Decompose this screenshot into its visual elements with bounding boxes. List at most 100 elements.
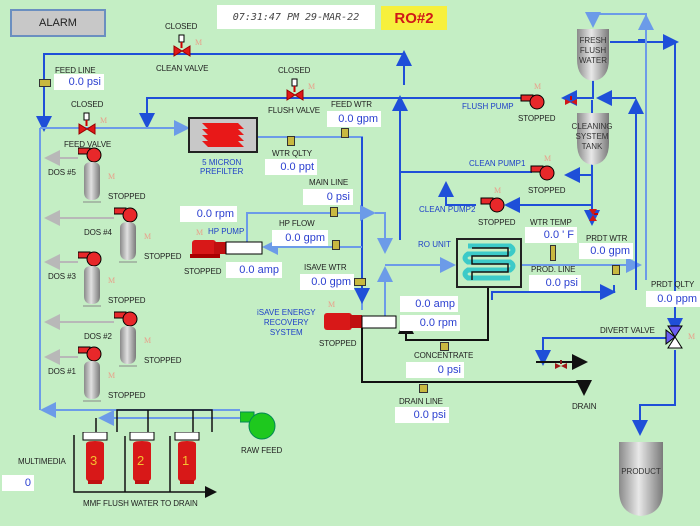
isave-rpm-value: 0.0 rpm [400, 315, 460, 331]
raw-feed-pump[interactable] [239, 410, 276, 445]
isave-state: STOPPED [319, 339, 357, 348]
valve-icon [78, 112, 96, 135]
dosing-station[interactable] [113, 310, 140, 375]
fresh-flush-label: FRESH FLUSH WATER [578, 36, 608, 66]
flush-tank-valve[interactable] [565, 93, 577, 111]
sensor-icon [330, 207, 338, 217]
multimedia-filter[interactable] [82, 431, 108, 491]
drain-valve[interactable] [555, 357, 567, 375]
tank-icon [577, 113, 609, 165]
ro-unit[interactable] [456, 238, 522, 288]
prdt-qlty-label: PRDT QLTY [651, 280, 695, 289]
drain-line-label: DRAIN LINE [399, 397, 443, 406]
feed-valve-mode: M [100, 116, 108, 125]
hp-flow-label: HP FLOW [279, 219, 315, 228]
flush-valve[interactable] [286, 78, 304, 107]
clean-pump1-mode: M [544, 154, 552, 163]
filter-number: 2 [137, 453, 145, 468]
tank-label-line: SYSTEM [575, 132, 609, 141]
dosing-pump-tank-icon [77, 147, 102, 203]
multimedia-filter[interactable] [174, 431, 200, 491]
divert-valve[interactable] [665, 325, 685, 354]
sensor-icon [419, 384, 428, 393]
dosing-station[interactable] [77, 250, 104, 315]
tank-label-line: FLUSH [579, 46, 607, 55]
dosing-station[interactable] [113, 206, 140, 271]
clean-valve-mode: M [195, 38, 203, 47]
isave-label-line: RECOVERY [263, 318, 309, 327]
multimedia-value: 0 [2, 475, 34, 491]
clean-pump1[interactable] [530, 164, 556, 187]
pump-icon [530, 165, 555, 181]
feed-line-label: FEED LINE [55, 66, 96, 75]
flush-valve-mode: M [308, 82, 316, 91]
tank-label-line: WATER [579, 56, 607, 65]
hp-pump-state: STOPPED [184, 267, 222, 276]
dosing-mode: M [108, 172, 116, 181]
sensor-icon [332, 240, 340, 250]
sensor-icon [39, 79, 51, 87]
product-label: PRODUCT [621, 467, 661, 476]
feed-wtr-value: 0.0 gpm [327, 111, 381, 127]
isave-unit[interactable] [320, 310, 398, 339]
filter-icon [202, 123, 244, 147]
dosing-label: DOS #4 [84, 228, 112, 237]
feed-valve[interactable] [78, 112, 96, 141]
dosing-mode: M [144, 336, 152, 345]
drain-line-value: 0.0 psi [395, 407, 449, 423]
clean-pump2[interactable] [480, 196, 506, 219]
tank-label-line: CLEANING [571, 122, 613, 131]
tank-label-line: FRESH [579, 36, 607, 45]
dosing-station[interactable] [77, 146, 104, 211]
temperature-sensor-icon [550, 245, 556, 261]
flush-pump[interactable] [520, 93, 546, 116]
main-line-label: MAIN LINE [309, 178, 349, 187]
dosing-label: DOS #5 [48, 168, 76, 177]
mmf-drain-label: MMF FLUSH WATER TO DRAIN [83, 499, 198, 508]
isave-amp-value: 0.0 amp [400, 296, 458, 312]
hp-amp-value: 0.0 amp [226, 262, 282, 278]
valve-icon [589, 209, 598, 221]
product-tank[interactable] [616, 440, 666, 518]
isave-wtr-value: 0.0 gpm [300, 274, 354, 290]
prefilter-label: 5 MICRON PREFILTER [200, 158, 243, 176]
isave-label: iSAVE ENERGY RECOVERY SYSTEM [257, 308, 316, 338]
dosing-pump-tank-icon [113, 207, 138, 263]
pump-icon [480, 197, 505, 213]
hp-flow-value: 0.0 gpm [272, 230, 328, 246]
prdt-wtr-label: PRDT WTR [586, 234, 628, 243]
dosing-station[interactable] [77, 345, 104, 410]
dosing-state: STOPPED [108, 391, 146, 400]
filter-vessel-icon [82, 431, 108, 484]
dosing-state: STOPPED [144, 252, 182, 261]
divert-valve-mode: M [688, 332, 696, 341]
energy-recovery-device-icon [324, 313, 397, 330]
clean-pump1-label: CLEAN PUMP1 [469, 159, 526, 168]
alarm-button[interactable]: ALARM [10, 9, 106, 37]
prefilter[interactable] [188, 117, 258, 153]
motor-pump-icon [190, 240, 263, 258]
clean-tank-valve[interactable] [588, 208, 598, 226]
cleaning-system-tank[interactable] [576, 111, 610, 166]
clean-pump1-state: STOPPED [528, 186, 566, 195]
fresh-flush-water-tank[interactable] [576, 27, 610, 82]
sensor-icon [354, 278, 366, 286]
main-line-value: 0 psi [303, 189, 353, 205]
filter-vessel-icon [174, 431, 200, 484]
datetime-display: 07:31:47 PM 29-MAR-22 [217, 5, 375, 29]
prdt-wtr-value: 0.0 gpm [579, 243, 633, 259]
hp-pump-mode: M [196, 228, 204, 237]
clean-valve[interactable] [173, 34, 191, 63]
sensor-icon [440, 342, 449, 351]
dosing-state: STOPPED [108, 192, 146, 201]
divert-valve-label: DIVERT VALVE [600, 326, 655, 335]
cleaning-tank-label: CLEANING SYSTEM TANK [570, 122, 614, 152]
hp-pump[interactable] [188, 236, 264, 265]
multimedia-filter[interactable] [129, 431, 155, 491]
feed-wtr-label: FEED WTR [331, 100, 372, 109]
hp-rpm-value: 0.0 rpm [180, 206, 237, 222]
multimedia-label: MULTIMEDIA [18, 457, 66, 466]
clean-pump2-state: STOPPED [478, 218, 516, 227]
wtr-temp-value: 0.0 ' F [525, 227, 577, 243]
wtr-qlty-value: 0.0 ppt [265, 159, 317, 175]
